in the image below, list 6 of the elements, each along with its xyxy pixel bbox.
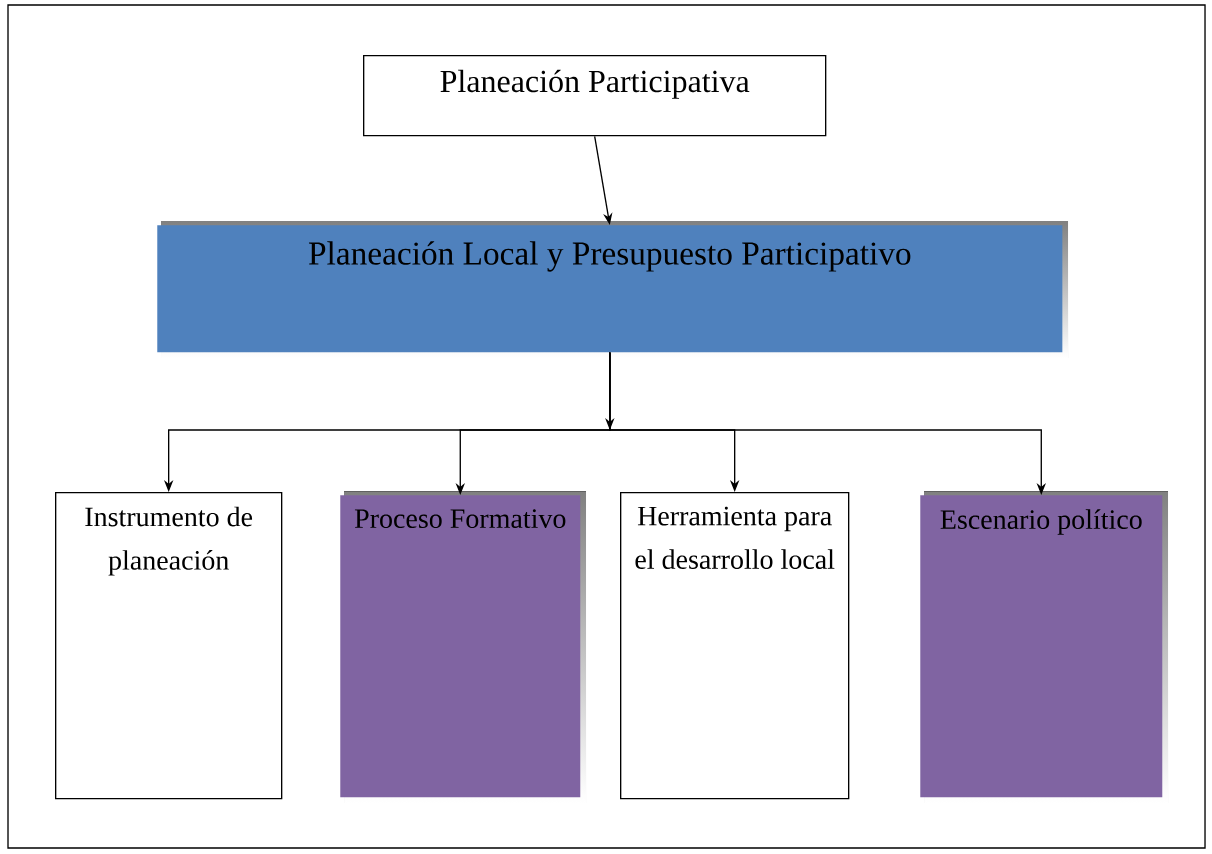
process-box: Planeación Local y Presupuesto Participativo bbox=[157, 221, 1068, 358]
title-box: Planeación Participativa bbox=[363, 55, 827, 137]
category-box: Instrumento de planeación bbox=[55, 492, 283, 800]
category-box: Herramienta para el desarrollo local bbox=[620, 492, 850, 800]
category-box: Escenario político bbox=[920, 491, 1168, 803]
category-box: Proceso Formativo bbox=[340, 491, 586, 803]
